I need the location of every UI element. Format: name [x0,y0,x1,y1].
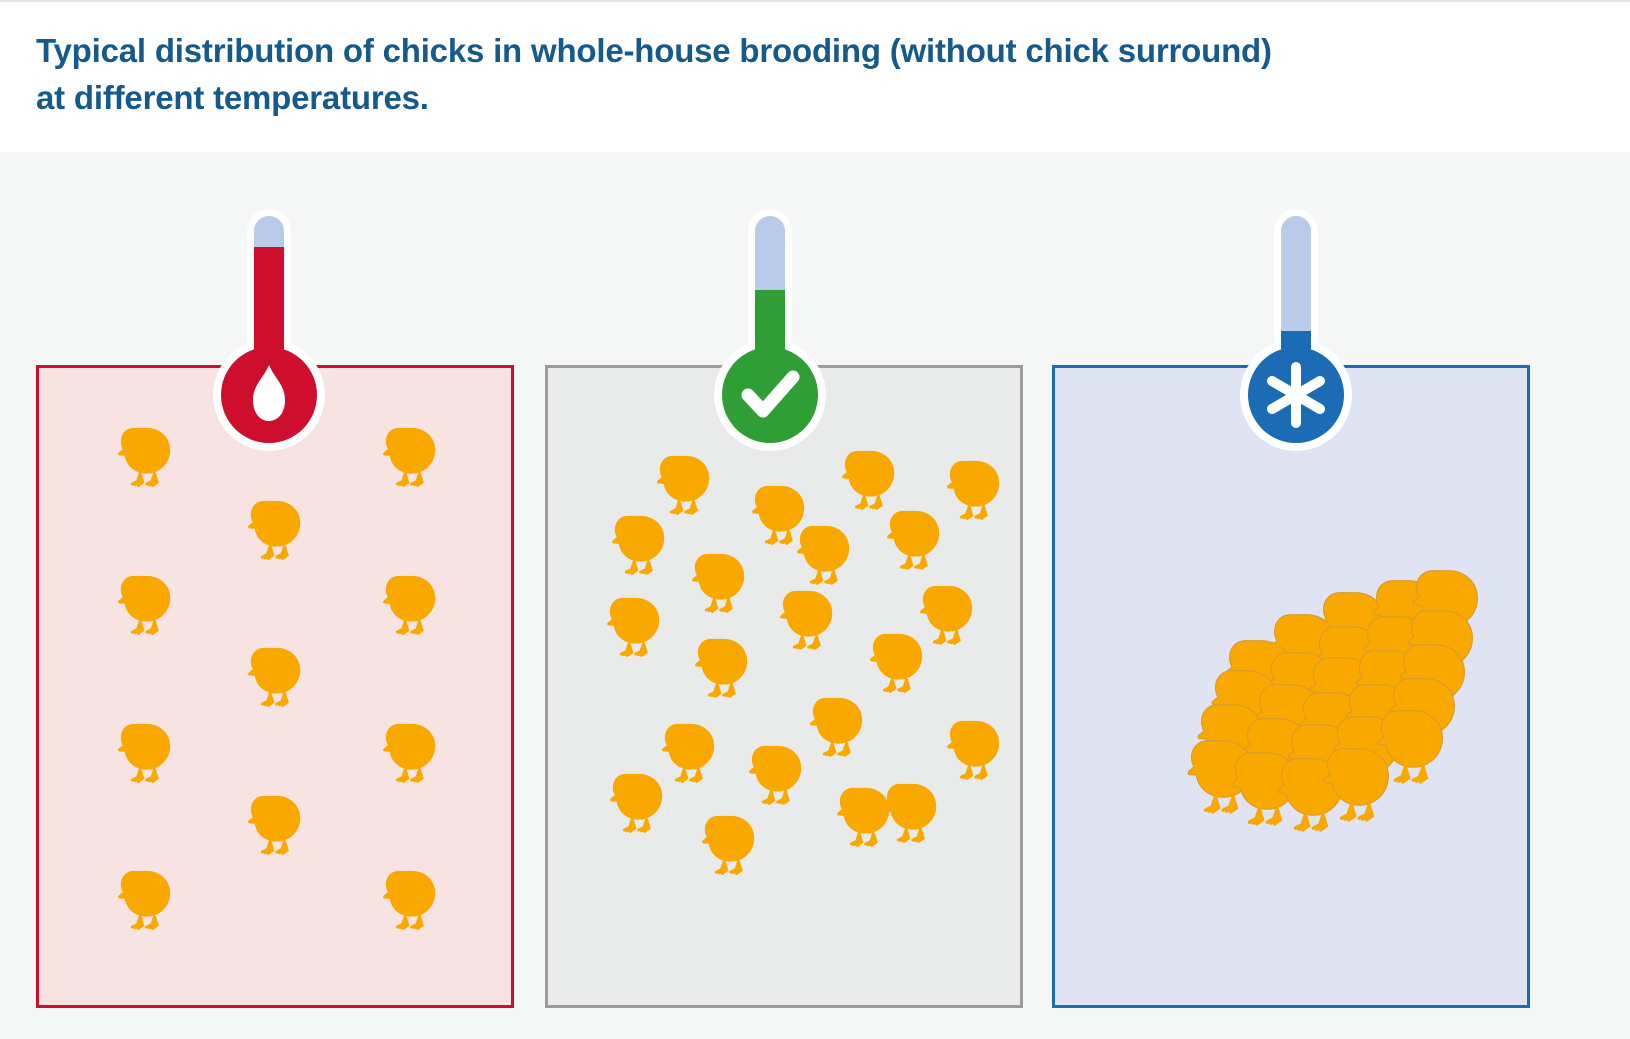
chick-icon [603,590,671,658]
check-icon [741,370,800,418]
thermometer-comfortable [714,205,826,455]
chick-icon [1319,739,1403,823]
chick-icon [114,716,182,784]
chick-icon [776,583,844,651]
header-bar: Typical distribution of chicks in whole-… [0,0,1630,152]
chick-icon [745,738,813,806]
chick-icon [379,863,447,931]
chick-icon [379,420,447,488]
chick-icon [866,626,934,694]
chick-icon [114,420,182,488]
chick-icon [793,518,861,586]
chick-icon [806,690,874,758]
panel-too-cold [1052,365,1530,1008]
panel-comfortable [545,365,1023,1008]
chick-icon [838,443,906,511]
chick-icon [244,493,312,561]
chick-icon [653,448,721,516]
page-title: Typical distribution of chicks in whole-… [36,32,1272,116]
chick-icon [748,478,816,546]
panels-stage [0,152,1630,1039]
chick-icon [244,788,312,856]
chick-icon [943,713,1011,781]
chick-icon [691,631,759,699]
snowflake-icon [1267,362,1325,428]
chick-icon [114,568,182,636]
chick-icon [608,508,676,576]
chick-icon [688,546,756,614]
chick-icon [943,453,1011,521]
panel-too-hot [36,365,514,1008]
chick-icon [379,568,447,636]
thermometer-too-hot [213,205,325,455]
chick-icon [379,716,447,784]
chick-icon [880,776,948,844]
chick-icon [833,780,901,848]
chick-icon [606,766,674,834]
flame-icon [253,365,285,421]
chick-icon [244,640,312,708]
chick-icon [658,716,726,784]
chick-icon [1273,749,1357,833]
chick-icon [698,808,766,876]
thermometer-too-cold [1240,205,1352,455]
chick-icon [883,503,951,571]
chick-icon [916,578,984,646]
chick-icon [114,863,182,931]
chick-icon [1373,701,1457,785]
